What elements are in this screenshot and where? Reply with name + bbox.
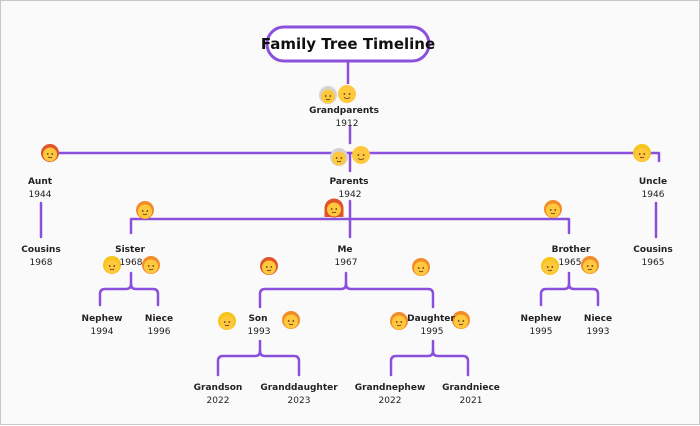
node-label: Parents <box>329 177 368 187</box>
son-icon <box>218 312 236 330</box>
son-partner-icon <box>282 311 300 329</box>
node-year: 1995 <box>421 327 444 337</box>
connector-sister-niece <box>129 282 160 307</box>
node-year: 1967 <box>335 258 358 268</box>
node-year: 2022 <box>379 396 402 406</box>
node-nephew-left: Nephew 1994 <box>82 314 123 337</box>
node-year: 1993 <box>248 327 271 337</box>
node-niece-left: Niece 1996 <box>145 314 173 337</box>
connector-me-son <box>258 271 348 309</box>
father-icon <box>352 146 370 164</box>
node-year: 2022 <box>207 396 230 406</box>
node-label: Uncle <box>639 177 667 187</box>
node-grandniece: Grandniece 2021 <box>442 383 500 406</box>
node-sister: Sister 1968 <box>115 245 145 268</box>
sister-child-icon <box>142 256 160 274</box>
node-granddaughter: Granddaughter 2023 <box>260 383 338 406</box>
node-year: 1968 <box>120 258 143 268</box>
grandmother-icon <box>319 86 337 104</box>
connector-daughter-grandnephew <box>389 339 435 377</box>
node-year: 1965 <box>559 258 582 268</box>
connector-me-daughter <box>344 282 435 309</box>
node-parents: Parents 1942 <box>329 177 368 200</box>
node-label: Niece <box>145 314 173 324</box>
node-year: 1912 <box>336 119 359 129</box>
node-year: 1995 <box>530 327 553 337</box>
node-niece-right: Niece 1993 <box>584 314 612 337</box>
uncle-icon <box>633 144 651 162</box>
me-spouse-icon <box>324 198 344 218</box>
connector-daughter-grandniece <box>431 349 470 377</box>
node-year: 2021 <box>460 396 483 406</box>
sister-spouse-icon <box>136 201 154 219</box>
brother-spouse-icon <box>544 200 562 218</box>
connector-brother-niece <box>567 282 600 307</box>
grandparents-emoji-group <box>319 85 356 104</box>
sister-icon <box>103 256 121 274</box>
daughter-icon <box>452 311 470 329</box>
node-year: 1968 <box>30 258 53 268</box>
node-year: 1946 <box>642 190 665 200</box>
node-label: Son <box>248 314 267 324</box>
node-year: 1994 <box>91 327 114 337</box>
node-label: Niece <box>584 314 612 324</box>
parents-emoji-group <box>330 146 370 166</box>
node-label: Grandniece <box>442 383 500 393</box>
node-grandnephew: Grandnephew 2022 <box>355 383 426 406</box>
node-label: Brother <box>552 245 591 255</box>
aunt-icon <box>41 144 59 162</box>
node-grandparents: Grandparents 1912 <box>309 106 379 129</box>
connector-son-granddaughter <box>258 349 301 377</box>
node-nephew-right: Nephew 1995 <box>521 314 562 337</box>
node-label: Aunt <box>28 177 53 187</box>
node-son: Son 1993 <box>248 314 271 337</box>
node-year: 1996 <box>148 327 171 337</box>
node-uncle: Uncle 1946 <box>639 177 667 200</box>
node-label: Nephew <box>82 314 123 324</box>
node-cousins-right: Cousins 1965 <box>633 245 672 268</box>
node-label: Nephew <box>521 314 562 324</box>
node-cousins-left: Cousins 1968 <box>21 245 60 268</box>
node-label: Sister <box>115 245 145 255</box>
node-daughter: Daughter 1995 <box>407 314 455 337</box>
node-label: Grandnephew <box>355 383 426 393</box>
node-me: Me 1967 <box>335 245 358 268</box>
node-label: Cousins <box>21 245 60 255</box>
son-spouse-icon <box>260 257 278 275</box>
node-year: 1942 <box>339 190 362 200</box>
daughter-partner-icon <box>390 312 408 330</box>
node-label: Me <box>337 245 352 255</box>
node-label: Cousins <box>633 245 672 255</box>
daughter-spouse-icon <box>412 258 430 276</box>
node-label: Grandson <box>194 383 243 393</box>
connector-brother-nephew <box>539 271 571 307</box>
connector-sister-nephew <box>98 271 133 307</box>
node-aunt: Aunt 1944 <box>28 177 53 200</box>
node-year: 1944 <box>29 190 52 200</box>
node-label: Grandparents <box>309 106 379 116</box>
node-label: Granddaughter <box>260 383 338 393</box>
brother-child-icon <box>581 256 599 274</box>
node-year: 1965 <box>642 258 665 268</box>
connector-son-grandson <box>216 339 262 377</box>
node-label: Daughter <box>407 314 455 324</box>
node-year: 2023 <box>288 396 311 406</box>
mother-icon <box>330 148 348 166</box>
node-year: 1993 <box>587 327 610 337</box>
node-grandson: Grandson 2022 <box>194 383 243 406</box>
diagram-title: Family Tree Timeline <box>261 35 435 53</box>
node-brother: Brother 1965 <box>552 245 591 268</box>
grandfather-icon <box>338 85 356 103</box>
brother-icon <box>541 257 559 275</box>
